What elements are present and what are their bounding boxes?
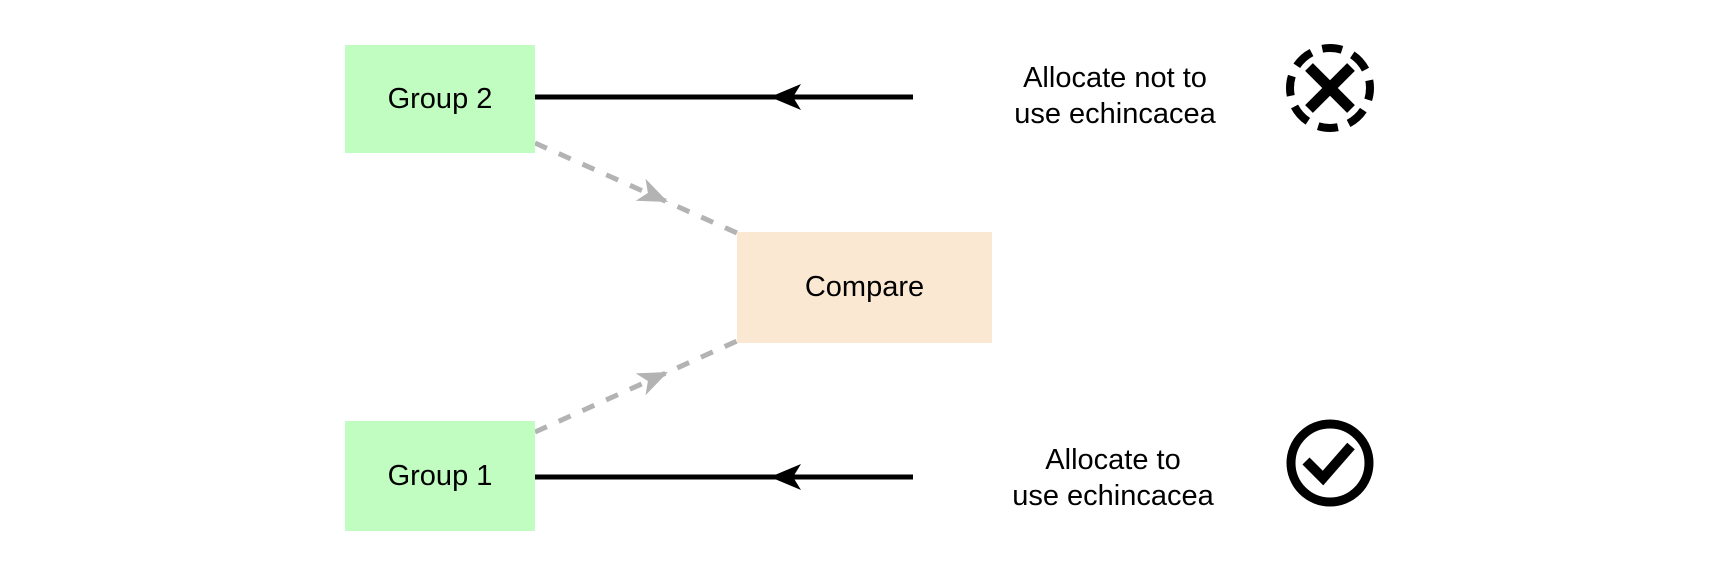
x-stroke-2 [1305, 63, 1355, 113]
annotation-use-line1: Allocate to [1045, 444, 1181, 476]
annotation-not-use-line1: Allocate not to [1023, 62, 1207, 94]
check-circle-icon [1286, 419, 1374, 507]
node-group1: Group 1 [345, 421, 535, 531]
node-group2-label: Group 2 [387, 82, 493, 115]
arrowhead-to-group1 [770, 464, 801, 490]
arrowhead-to-group2 [770, 84, 801, 110]
annotation-not-use-line2: use echincacea [1014, 98, 1216, 130]
dashed-line-group1-to-compare [533, 338, 739, 435]
node-compare-label: Compare [804, 271, 925, 303]
node-group2: Group 2 [345, 45, 535, 153]
node-group1-label: Group 1 [387, 459, 493, 492]
check-circle-outline [1286, 419, 1374, 507]
dashed-line-group2-to-compare [533, 140, 739, 236]
annotation-not-use: Allocate not to use echincacea [955, 60, 1275, 132]
annotation-use: Allocate to use echincacea [953, 442, 1273, 514]
x-circle-dashed-icon [1286, 44, 1374, 132]
node-compare: Compare [737, 232, 992, 343]
x-circle-outline [1286, 44, 1374, 132]
dashed-arrowhead-group1-to-compare [635, 372, 668, 396]
annotation-use-line2: use echincacea [1012, 480, 1214, 512]
dashed-arrowhead-group2-to-compare [635, 178, 668, 202]
check-stroke [1302, 442, 1355, 486]
